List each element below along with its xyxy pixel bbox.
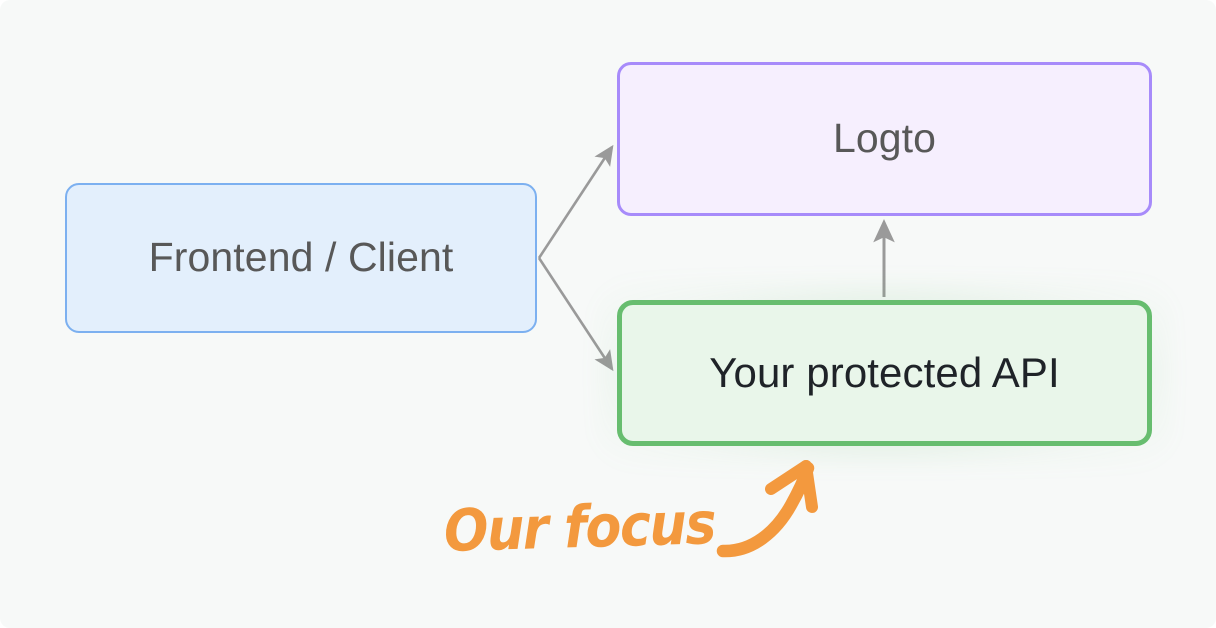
node-frontend-client[interactable]: Frontend / Client xyxy=(65,183,537,333)
node-logto-label: Logto xyxy=(832,115,937,162)
node-logto[interactable]: Logto xyxy=(617,62,1152,216)
edge-frontend-to-logto xyxy=(537,144,614,259)
node-protected-api[interactable]: Your protected API xyxy=(617,300,1152,446)
annotation-our-focus-label: Our focus xyxy=(443,489,716,565)
node-protected-api-label: Your protected API xyxy=(709,348,1060,396)
node-frontend-client-label: Frontend / Client xyxy=(148,234,454,281)
annotation-curved-arrow-icon xyxy=(716,460,818,558)
